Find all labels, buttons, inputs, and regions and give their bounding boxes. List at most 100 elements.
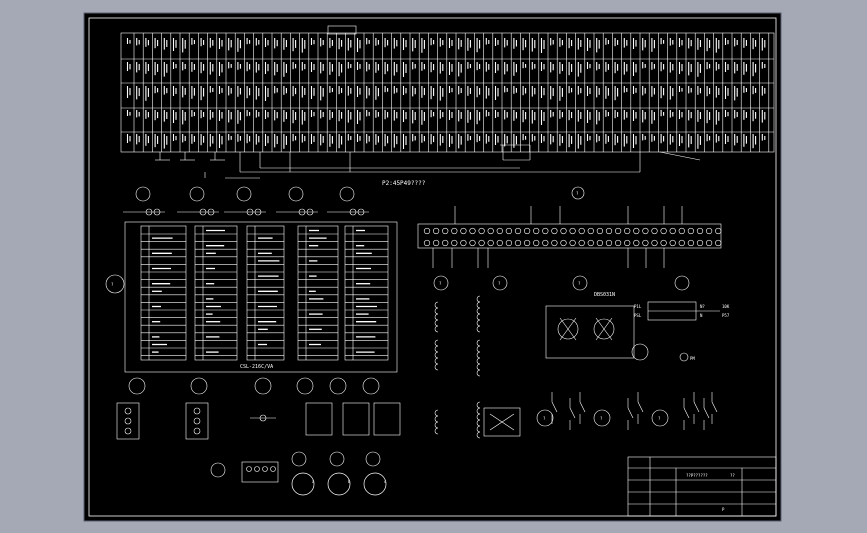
switch-tag-b: ?	[600, 416, 603, 421]
connector-pin-top	[560, 227, 567, 235]
relay-label-k: 10K	[722, 304, 730, 309]
gauge-5	[339, 186, 355, 202]
gauge-1	[135, 186, 151, 202]
connector-pin-top	[596, 227, 604, 235]
gauge-4	[288, 186, 304, 202]
connector-pin-bottom	[715, 239, 722, 247]
gauge-3	[236, 186, 252, 202]
lamp-symbol	[679, 352, 689, 362]
connector-pin-top	[433, 227, 440, 235]
connector-pin-bottom	[696, 239, 704, 247]
row-tag-1	[128, 377, 146, 395]
relay-label-n: N	[700, 313, 703, 318]
center-label: P2:45P49????	[382, 180, 426, 187]
bottom-knob-a[interactable]	[291, 472, 315, 496]
coil-left	[434, 363, 439, 371]
connector-pin-bottom	[587, 239, 594, 247]
title-block-sheet: P	[722, 507, 725, 512]
connector-pin-top	[605, 227, 613, 235]
right-tag-a: ?	[439, 281, 442, 286]
drawing-sheet[interactable]	[83, 12, 782, 522]
connector-pin-bottom	[478, 239, 485, 247]
row-tag-6	[362, 377, 380, 395]
switch-blade	[569, 407, 576, 419]
coil-right	[476, 325, 481, 333]
left-module-tag: ?	[111, 282, 114, 287]
switch-blade	[627, 407, 634, 419]
connector-pin-bottom	[560, 239, 567, 247]
relay-label-nu: N?	[700, 304, 705, 309]
connector-pin-top	[514, 227, 522, 235]
coil-right	[476, 369, 481, 377]
row-tag-4	[296, 377, 314, 395]
connector-pin-top	[678, 227, 685, 235]
connector-pin-top	[505, 227, 513, 235]
lamp-label: PM	[690, 356, 695, 361]
bottom-connector	[210, 451, 381, 483]
connector-pin-bottom	[433, 239, 440, 247]
relay-label-psl: PSL	[634, 313, 642, 318]
connector-pin-top	[469, 227, 476, 235]
row-tags	[128, 377, 380, 395]
switch-tag-a: ?	[543, 416, 546, 421]
relay-label-r: P57	[722, 313, 730, 318]
title-block-title: ??P??????	[686, 473, 708, 478]
sheet-border	[88, 17, 777, 517]
terminal-connector	[417, 206, 722, 268]
connector-tag: ?	[576, 191, 579, 196]
row-tag-3	[254, 377, 272, 395]
connector-pin-top	[478, 227, 485, 235]
right-tag-b: ?	[498, 281, 501, 286]
coil-left	[434, 325, 439, 333]
connector-pin-top	[533, 227, 540, 235]
connector-pin-top	[569, 227, 576, 235]
switch-blade	[711, 401, 718, 413]
connector-pin-top	[614, 227, 622, 235]
connector-pin-top	[696, 227, 704, 235]
strip-top-tab	[327, 25, 357, 35]
terminal-strip-frame	[120, 32, 775, 153]
bank-column	[246, 225, 285, 361]
gauge-2	[189, 186, 205, 202]
relay-label-p1l: P1L	[634, 304, 642, 309]
connector-pin-bottom	[514, 239, 522, 247]
bottom-knob-b[interactable]	[327, 472, 351, 496]
strip-bus-lines	[155, 144, 701, 179]
transformer-coils	[434, 295, 481, 439]
connector-pin-top	[496, 227, 503, 235]
connector-pin-top	[551, 227, 558, 235]
connector-pin-bottom	[669, 239, 676, 247]
connector-tag-circle	[571, 186, 585, 200]
connector-pin-top	[442, 227, 449, 235]
row-tag-5	[329, 377, 347, 395]
connector-pin-top	[660, 227, 667, 235]
lower-terminal-blocks	[116, 402, 521, 440]
connector-pin-bottom	[551, 239, 558, 247]
connector-pin-bottom	[442, 239, 449, 247]
connector-pin-bottom	[487, 239, 494, 247]
connector-pin-bottom	[496, 239, 503, 247]
left-bank-label: CSL-216C/VA	[240, 364, 273, 370]
connector-pin-top	[578, 227, 585, 235]
bank-column	[344, 225, 389, 361]
connector-pin-bottom	[533, 239, 540, 247]
switch-blade	[579, 401, 586, 413]
connector-pin-top	[651, 227, 658, 235]
bridge-block	[545, 305, 635, 359]
connector-pin-top	[460, 227, 467, 235]
bottom-knob-c[interactable]	[363, 472, 387, 496]
terminal-strip	[120, 32, 775, 153]
connector-pin-top	[423, 227, 431, 235]
title-block-code: ??	[730, 473, 735, 478]
switch-blade	[551, 401, 558, 413]
coil-bottom	[476, 431, 481, 439]
left-terminal-bank	[124, 221, 398, 373]
right-bank-label: DBS031N	[594, 292, 615, 298]
switch-contacts	[551, 392, 718, 430]
connector-pin-bottom	[633, 239, 640, 247]
left-bank-frame	[124, 221, 398, 373]
switch-tag-c: ?	[658, 416, 661, 421]
bank-column	[297, 225, 339, 361]
connector-pin-bottom	[423, 239, 431, 247]
switch-blade	[683, 407, 690, 419]
